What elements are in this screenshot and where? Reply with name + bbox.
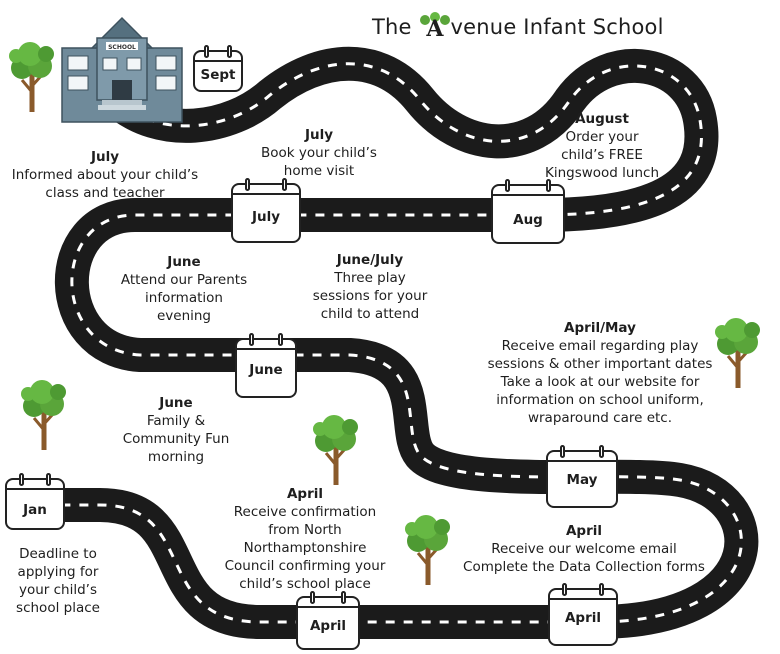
- note-body: Receive email regarding play sessions & …: [487, 338, 713, 426]
- tree-icon: [715, 318, 760, 388]
- note-june-parents-evening: June Attend our Parents information even…: [115, 253, 253, 325]
- calendar-aug: Aug: [491, 179, 565, 244]
- calendar-may: May: [546, 445, 618, 508]
- calendar-label: April: [309, 618, 347, 634]
- note-heading: April: [565, 523, 603, 539]
- note-jan-deadline: Deadline to applying for your child’s sc…: [8, 545, 108, 617]
- note-heading: April/May: [564, 320, 636, 336]
- calendar-april-left: April: [296, 591, 360, 650]
- note-july-home-visit: July Book your child’s home visit: [255, 126, 383, 180]
- tree-icon: [405, 515, 450, 585]
- note-body: Book your child’s home visit: [261, 145, 377, 179]
- note-body: Attend our Parents information evening: [120, 272, 248, 324]
- note-heading: April: [286, 486, 324, 502]
- note-june-fun-morning: June Family & Community Fun morning: [112, 394, 240, 466]
- note-april-council: April Receive confirmation from North No…: [222, 485, 388, 593]
- calendar-label: Sept: [200, 67, 236, 83]
- title-before: The: [372, 15, 419, 39]
- note-body: Informed about your child’s class and te…: [11, 167, 199, 201]
- note-april-may-email: April/May Receive email regarding play s…: [486, 319, 714, 427]
- note-july-class: July Informed about your child’s class a…: [10, 148, 200, 202]
- note-april-welcome-email: April Receive our welcome email Complete…: [458, 522, 710, 576]
- note-heading: July: [304, 127, 334, 143]
- tree-icon: [21, 380, 66, 450]
- note-heading: June: [159, 395, 193, 411]
- calendar-april-right: April: [548, 583, 618, 646]
- note-heading: August: [575, 111, 629, 127]
- logo-letter: A: [425, 16, 444, 38]
- note-body: Deadline to applying for your child’s sc…: [16, 546, 100, 616]
- calendar-sept: Sept: [193, 45, 243, 92]
- calendar-jan: Jan: [5, 473, 65, 530]
- calendar-june: June: [235, 333, 297, 398]
- note-body: Order your child’s FREE Kingswood lunch: [544, 129, 660, 181]
- note-heading: July: [90, 149, 120, 165]
- note-body: Receive our welcome email Complete the D…: [463, 541, 705, 575]
- calendar-label: June: [249, 362, 283, 378]
- avenue-logo-icon: A: [419, 12, 450, 42]
- school-sign-text: SCHOOL: [108, 44, 136, 51]
- note-heading: June: [167, 254, 201, 270]
- note-body: Family & Community Fun morning: [122, 413, 230, 465]
- title-after: venue Infant School: [450, 15, 664, 39]
- calendar-label: April: [564, 610, 602, 626]
- note-body: Receive confirmation from North Northamp…: [224, 504, 386, 592]
- calendar-label: Aug: [513, 212, 543, 228]
- calendar-label: May: [566, 472, 598, 488]
- calendar-label: July: [251, 209, 281, 225]
- tree-icon: [9, 42, 54, 112]
- calendar-july: July: [231, 178, 301, 243]
- tree-icon: [313, 415, 358, 485]
- note-june-july-play-sessions: June/July Three play sessions for your c…: [306, 251, 434, 323]
- note-body: Three play sessions for your child to at…: [312, 270, 428, 322]
- note-august-lunch: August Order your child’s FREE Kingswood…: [540, 110, 664, 182]
- note-heading: June/July: [336, 252, 404, 268]
- school-building-icon: SCHOOL: [61, 16, 183, 123]
- road-dashes: [20, 62, 743, 624]
- calendar-label: Jan: [23, 502, 47, 518]
